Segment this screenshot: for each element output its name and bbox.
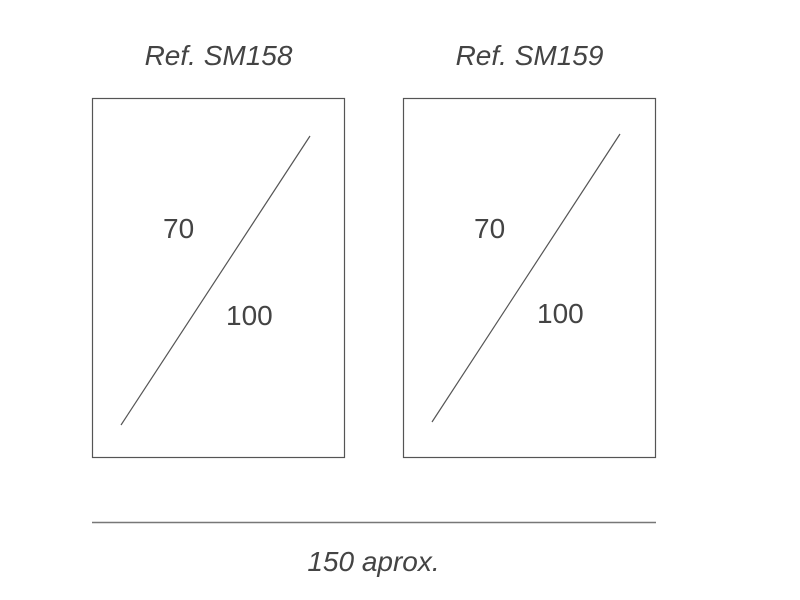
panel-left-diagonal <box>120 135 311 426</box>
panel-left-ref-label: Ref. SM158 <box>144 40 293 71</box>
panel-right-height-label: 100 <box>537 298 584 329</box>
panel-right-frame <box>402 97 657 459</box>
panel-right-diagonal <box>431 133 621 423</box>
total-width-label: 150 aprox. <box>307 546 440 577</box>
panel-left-frame <box>91 97 346 459</box>
panel-right-width-label: 70 <box>474 213 506 244</box>
panel-right-ref-label: Ref. SM159 <box>455 40 604 71</box>
panel-left-width-label: 70 <box>163 213 195 244</box>
panel-left-height-label: 100 <box>226 300 273 331</box>
